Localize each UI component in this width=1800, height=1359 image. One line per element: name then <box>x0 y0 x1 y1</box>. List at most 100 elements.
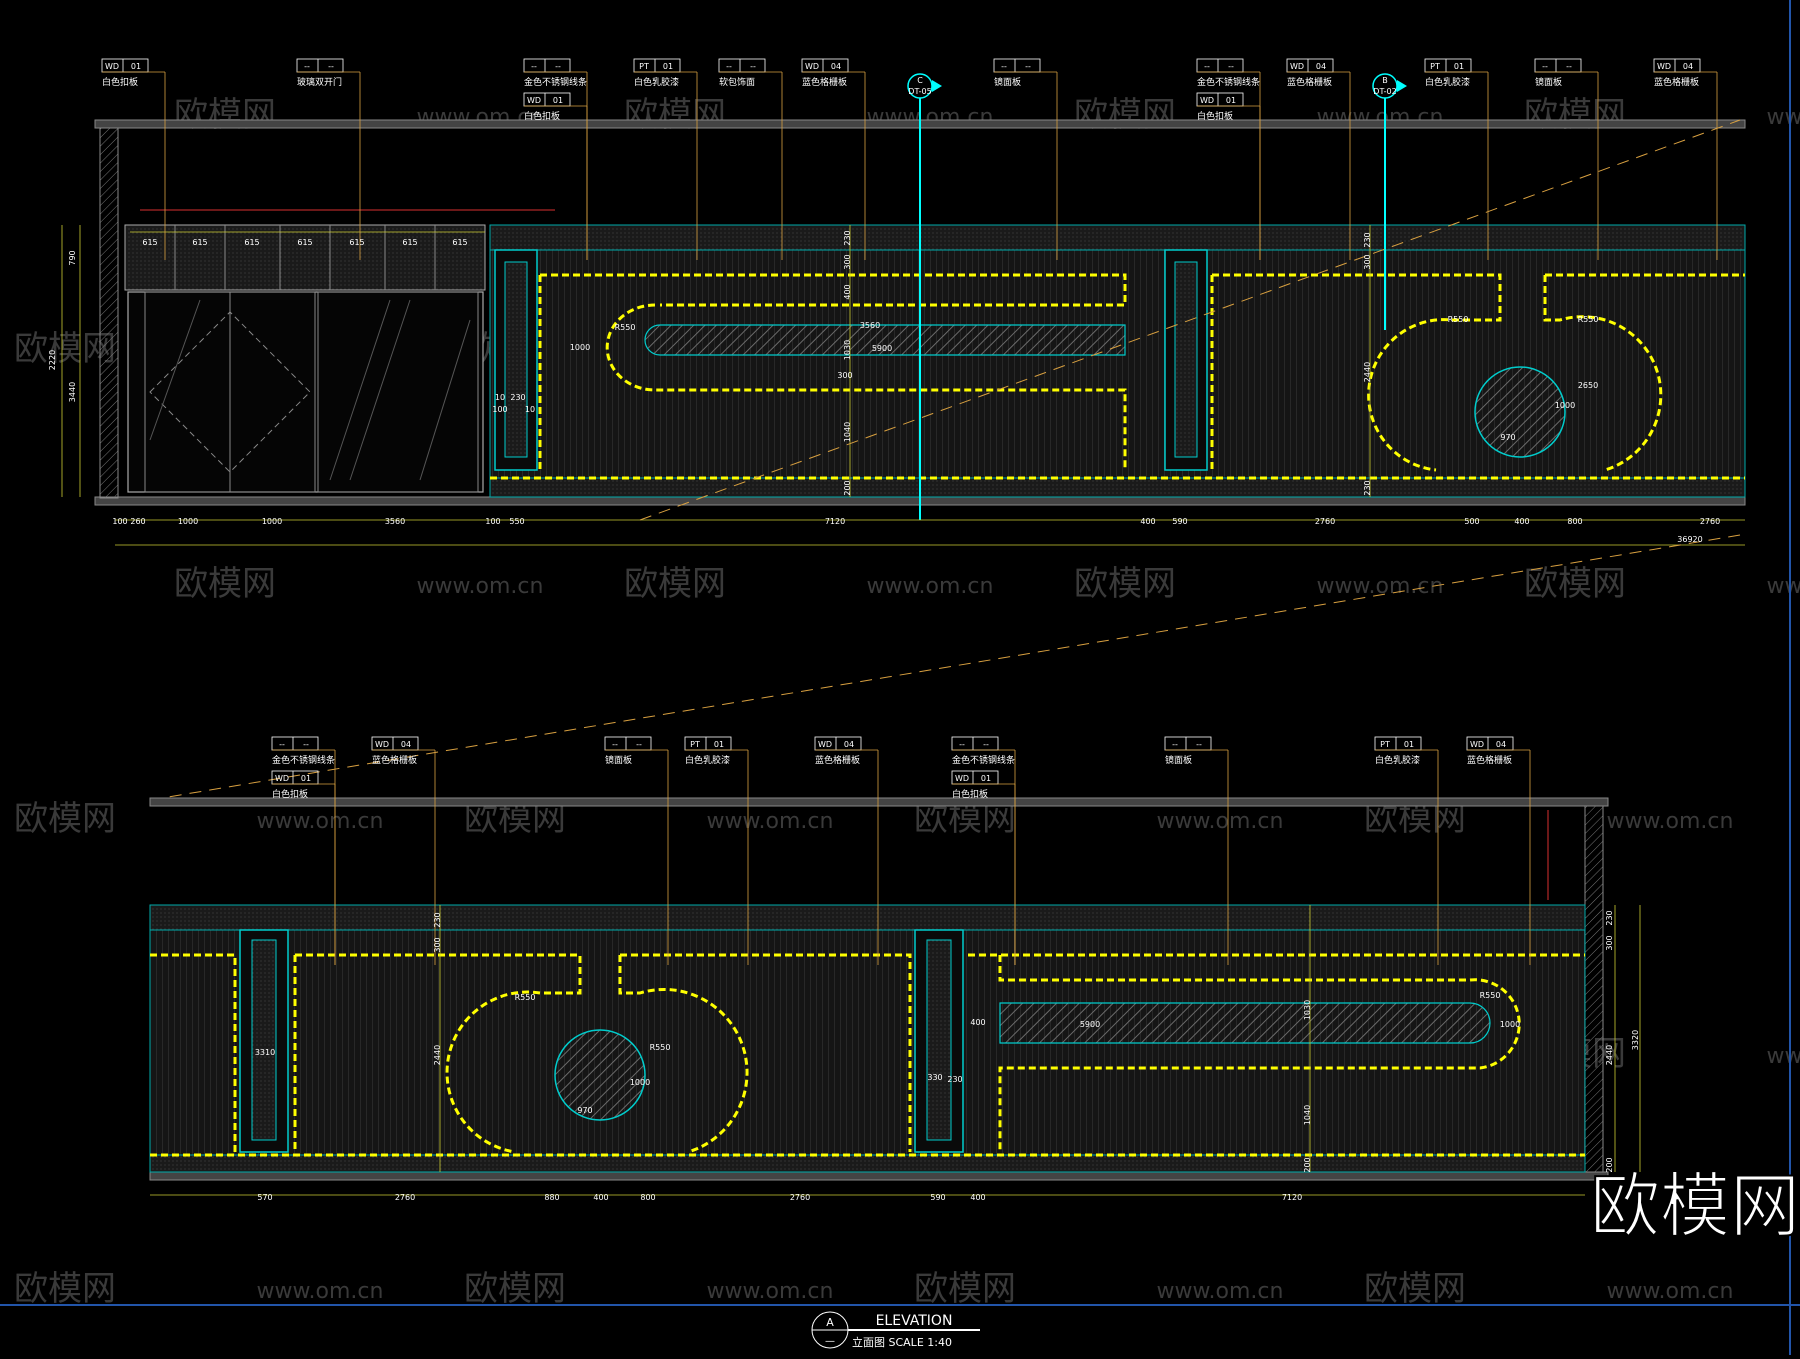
tag-code: WD <box>105 62 119 71</box>
tag-number: -- <box>750 62 756 71</box>
watermark-url: www.om.cn <box>1157 809 1284 834</box>
section-marker-c-letter: C <box>917 76 923 85</box>
tag-number: 04 <box>844 740 854 749</box>
tag-code: -- <box>612 740 618 749</box>
dim-label: 2440 <box>1605 1045 1614 1065</box>
dim-label: 230 <box>1605 910 1614 925</box>
watermark-brand: 欧模网 <box>1074 564 1176 604</box>
dim-label: 1000 <box>630 1078 650 1087</box>
tag-code: WD <box>1657 62 1671 71</box>
dim-label: 200 <box>843 480 852 495</box>
watermark-url: www.om.cn <box>867 574 994 599</box>
watermark-url: www.om.cn <box>707 1279 834 1304</box>
dim-label: 100 <box>485 517 500 526</box>
dim-label: 615 <box>452 238 467 247</box>
tag-label: 金色不锈钢线条 <box>524 76 587 88</box>
title-block: A — ELEVATION 立面图 SCALE 1:40 <box>811 1311 980 1349</box>
tag-label: 镜面板 <box>1165 754 1192 766</box>
dim-label: 880 <box>544 1193 559 1202</box>
dim-label: 300 <box>843 254 852 269</box>
dim-label: 300 <box>837 371 852 380</box>
tag-label: 蓝色格栅板 <box>1287 76 1332 88</box>
watermark-url: www.om.cn <box>1607 809 1734 834</box>
dim-label: 1000 <box>1555 401 1575 410</box>
dim-label: 400 <box>970 1018 985 1027</box>
watermark-brand: 欧模网 <box>174 95 276 135</box>
tag-label: 金色不锈钢线条 <box>272 754 335 766</box>
watermark-brand: 欧模网 <box>464 1269 566 1309</box>
watermark-brand: 欧模网 <box>14 329 116 369</box>
tag-code: WD <box>1200 96 1214 105</box>
dim-label: 3560 <box>860 321 880 330</box>
tag-label: 镜面板 <box>994 76 1021 88</box>
dim-label: 590 <box>1172 517 1187 526</box>
dim-label: 2760 <box>1315 517 1335 526</box>
dim-label: 1000 <box>262 517 282 526</box>
dim-label: 400 <box>843 284 852 299</box>
watermark-brand: 欧模网 <box>1074 95 1176 135</box>
dim-label: R550 <box>615 323 636 332</box>
tag-label: 镜面板 <box>605 754 632 766</box>
tag-number: -- <box>1025 62 1031 71</box>
dim-label: 230 <box>510 393 525 402</box>
dim-label: 230 <box>1363 480 1372 495</box>
tag-number: 01 <box>1226 96 1236 105</box>
tag-number: 04 <box>1496 740 1506 749</box>
dim-label: 2220 <box>48 350 57 370</box>
tag-code: -- <box>304 62 310 71</box>
dim-label: 790 <box>68 250 77 265</box>
tag-number: -- <box>1228 62 1234 71</box>
dim-label: 330 <box>927 1073 942 1082</box>
dim-label: 300 <box>1605 935 1614 950</box>
tag-number: 04 <box>831 62 841 71</box>
dim-label: 2760 <box>395 1193 415 1202</box>
tag-code: WD <box>955 774 969 783</box>
tag-number: 01 <box>1454 62 1464 71</box>
tag-number: -- <box>636 740 642 749</box>
tag-label: 金色不锈钢线条 <box>1197 76 1260 88</box>
dim-label: 1000 <box>1500 1020 1520 1029</box>
dim-label: 615 <box>297 238 312 247</box>
material-tag: WD 01 白色扣板 <box>1196 92 1261 260</box>
dim-label: 10 <box>495 393 505 402</box>
tag-code: PT <box>1380 740 1390 749</box>
watermark-url: www.om.cn <box>257 809 384 834</box>
dim-label: 500 <box>1464 517 1479 526</box>
tag-label: 蓝色格栅板 <box>372 754 417 766</box>
watermark-url: www.om.cn <box>1767 574 1800 599</box>
tag-label: 白色扣板 <box>1197 110 1233 122</box>
dim-label: 570 <box>257 1193 272 1202</box>
dim-label: 970 <box>577 1106 592 1115</box>
dim-label: 400 <box>970 1193 985 1202</box>
tag-label: 白色扣板 <box>272 788 308 800</box>
tag-number: 01 <box>981 774 991 783</box>
tag-label: 白色扣板 <box>524 110 560 122</box>
tag-number: -- <box>328 62 334 71</box>
tag-number: 01 <box>663 62 673 71</box>
dim-label: R550 <box>1578 315 1599 324</box>
dim-label: 550 <box>509 517 524 526</box>
dim-label: 1030 <box>1303 1000 1312 1020</box>
dim-label: 2440 <box>1363 362 1372 382</box>
tag-code: -- <box>1001 62 1007 71</box>
watermark-url: www.om.cn <box>1767 105 1800 130</box>
dim-label: 3310 <box>255 1048 275 1057</box>
tag-code: WD <box>527 96 541 105</box>
tag-code: WD <box>818 740 832 749</box>
tag-label: 白色乳胶漆 <box>634 76 679 88</box>
dim-label: 1040 <box>843 422 852 442</box>
dim-label: 100 <box>492 405 507 414</box>
dim-label: 300 <box>1363 254 1372 269</box>
material-tag: ----镜面板 <box>1164 736 1229 965</box>
tag-code: PT <box>639 62 649 71</box>
dim-label: 1040 <box>1303 1105 1312 1125</box>
